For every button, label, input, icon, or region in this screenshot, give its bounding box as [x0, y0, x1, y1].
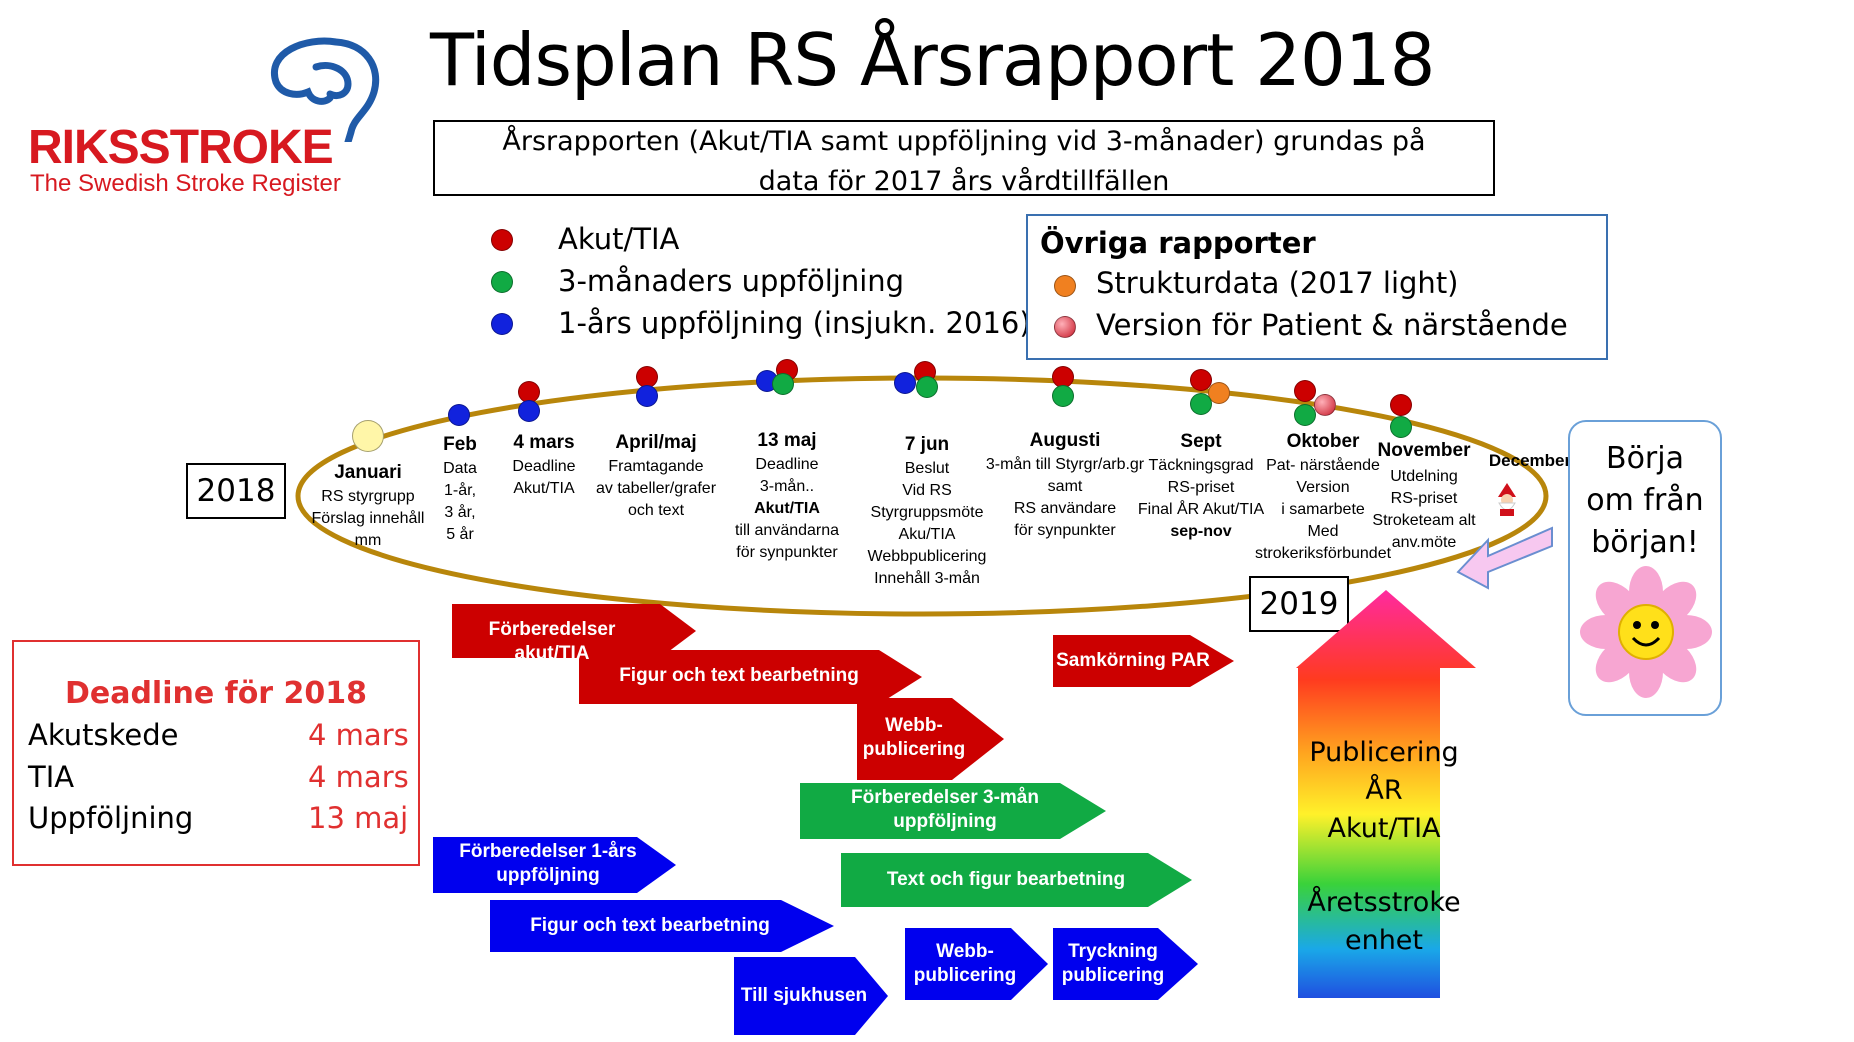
timeline-dot-sept-struktur — [1208, 382, 1230, 404]
restart-box: Börja om från början! — [1568, 420, 1722, 716]
month-januari: Januari — [334, 462, 402, 483]
deadline-row-tia-date: 4 mars — [308, 760, 409, 794]
arrow-blue-tryckning — [1053, 928, 1198, 1000]
month-7-jun: 7 jun — [904, 434, 950, 455]
legend-label-1ar: 1-års uppföljning (insjukn. 2016) — [558, 306, 1031, 340]
arrow-red-figur-text-label: Figur och text bearbetning — [619, 665, 859, 686]
legend-dot-strukturdata — [1054, 275, 1076, 297]
deadline-title: Deadline för 2018 — [64, 676, 368, 711]
arrow-blue-till-sjukhusen — [734, 957, 888, 1035]
month-augusti: Augusti — [1029, 430, 1101, 451]
deadline-row-akutskede-label: Akutskede — [28, 718, 179, 752]
deadline-row-akutskede-date: 4 mars — [308, 718, 409, 752]
timeline-dot-nov-akut — [1390, 394, 1412, 416]
month-oktober: Oktober — [1286, 431, 1360, 452]
arrow-blue-forberedelser-label: Förberedelser 1-års uppföljning — [459, 841, 637, 886]
santa-icon — [1498, 483, 1516, 516]
arrow-red-forberedelser — [452, 604, 696, 658]
deadline-box: Deadline för 2018 Akutskede 4 mars TIA 4… — [12, 640, 420, 866]
month-november: November — [1377, 440, 1471, 461]
arrow-blue-till-sjukhusen-label: Till sjukhusen — [740, 985, 868, 1006]
other-reports-title: Övriga rapporter — [1040, 226, 1316, 260]
arrow-green-forberedelser — [800, 783, 1106, 839]
legend-dot-patient — [1054, 316, 1076, 338]
arrow-red-forberedelser-label: Förberedelser akut/TIA — [488, 619, 616, 664]
year-2019-box: 2019 — [1249, 576, 1349, 632]
arrow-red-samkorning-label: Samkörning PAR — [1056, 650, 1210, 671]
month-13-maj: 13 maj — [757, 430, 817, 451]
smiling-flower-icon — [1580, 566, 1712, 698]
arrow-green-text-figur — [841, 853, 1192, 907]
page-title: Tidsplan RS Årsrapport 2018 — [430, 18, 1435, 102]
arrow-red-webb — [857, 698, 1004, 780]
timeline-dot-sept-akut — [1190, 369, 1212, 391]
arrow-blue-webb — [905, 928, 1048, 1000]
legend-label-patient: Version för Patient & närstående — [1096, 308, 1568, 342]
arrow-blue-forberedelser — [433, 837, 676, 893]
arrow-green-text-figur-label: Text och figur bearbetning — [886, 869, 1126, 890]
publication-rainbow-arrow — [1296, 590, 1476, 998]
timeline-dot-nov-3man — [1390, 416, 1412, 438]
logo-tagline: The Swedish Stroke Register — [30, 170, 341, 197]
legend-label-akut: Akut/TIA — [558, 222, 680, 256]
arrow-red-webb-label: Webb- publicering — [862, 715, 966, 760]
subtitle-box: Årsrapporten (Akut/TIA samt uppföljning … — [433, 120, 1495, 197]
arrow-blue-webb-label: Webb- publicering — [913, 941, 1017, 986]
timeline-dot-okt-akut — [1294, 380, 1316, 402]
timeline-dot-sept-3man — [1190, 393, 1212, 415]
deadline-row-uppfoljning-label: Uppföljning — [28, 801, 194, 835]
arrow-red-samkorning — [1053, 635, 1234, 687]
brain-outline-icon — [270, 37, 380, 142]
logo-wordmark: RIKSSTROKE — [28, 121, 334, 174]
timeline-dot-april-1ar — [636, 385, 658, 407]
legend-dot-3man — [491, 271, 513, 293]
month-april-maj: April/maj — [615, 432, 697, 453]
deadline-row-uppfoljning-date: 13 maj — [308, 801, 409, 835]
timeline-dot-mars-1ar — [518, 400, 540, 422]
arrow-green-forberedelser-label: Förberedelser 3-mån uppföljning — [851, 787, 1039, 832]
restart-text: Börja om från början! — [1586, 441, 1704, 560]
legend-label-3man: 3-månaders uppföljning — [558, 264, 905, 298]
subtitle-line-1: Årsrapporten (Akut/TIA samt uppföljning … — [502, 126, 1426, 157]
arrow-blue-tryckning-label: Tryckning publicering — [1061, 941, 1165, 986]
arrow-blue-figur-text-label: Figur och text bearbetning — [530, 915, 770, 936]
timeline-dot-maj-3man — [772, 373, 794, 395]
timeline-dot-aug-3man — [1052, 385, 1074, 407]
legend-label-strukturdata: Strukturdata (2017 light) — [1096, 266, 1459, 300]
arrow-blue-figur-text — [490, 900, 834, 952]
month-4-mars: 4 mars — [513, 432, 575, 453]
month-sept: Sept — [1180, 431, 1222, 452]
timeline-dot-feb-1ar — [448, 404, 470, 426]
legend-dot-akut — [491, 229, 513, 251]
month-feb: Feb — [443, 434, 477, 455]
arrow-red-figur-text — [579, 650, 922, 704]
timeline-dot-jun-3man — [916, 376, 938, 398]
timeline-dot-okt-3man — [1294, 404, 1316, 426]
year-2018-box: 2018 — [186, 463, 286, 519]
subtitle-line-2: data för 2017 års vårdtillfällen — [758, 166, 1170, 197]
publication-text: Publicering ÅR Akut/TIA Åretsstroke enhe… — [1307, 737, 1461, 956]
pink-return-arrow — [1456, 526, 1553, 590]
timeline-dot-okt-patient — [1314, 394, 1336, 416]
month-december: December — [1488, 451, 1572, 470]
legend-dot-1ar — [491, 313, 513, 335]
timeline-dot-jun-1ar — [894, 372, 916, 394]
deadline-row-tia-label: TIA — [28, 760, 75, 794]
other-reports-box: Övriga rapporter Strukturdata (2017 ligh… — [1026, 214, 1608, 360]
timeline-dot-januari — [352, 420, 384, 452]
